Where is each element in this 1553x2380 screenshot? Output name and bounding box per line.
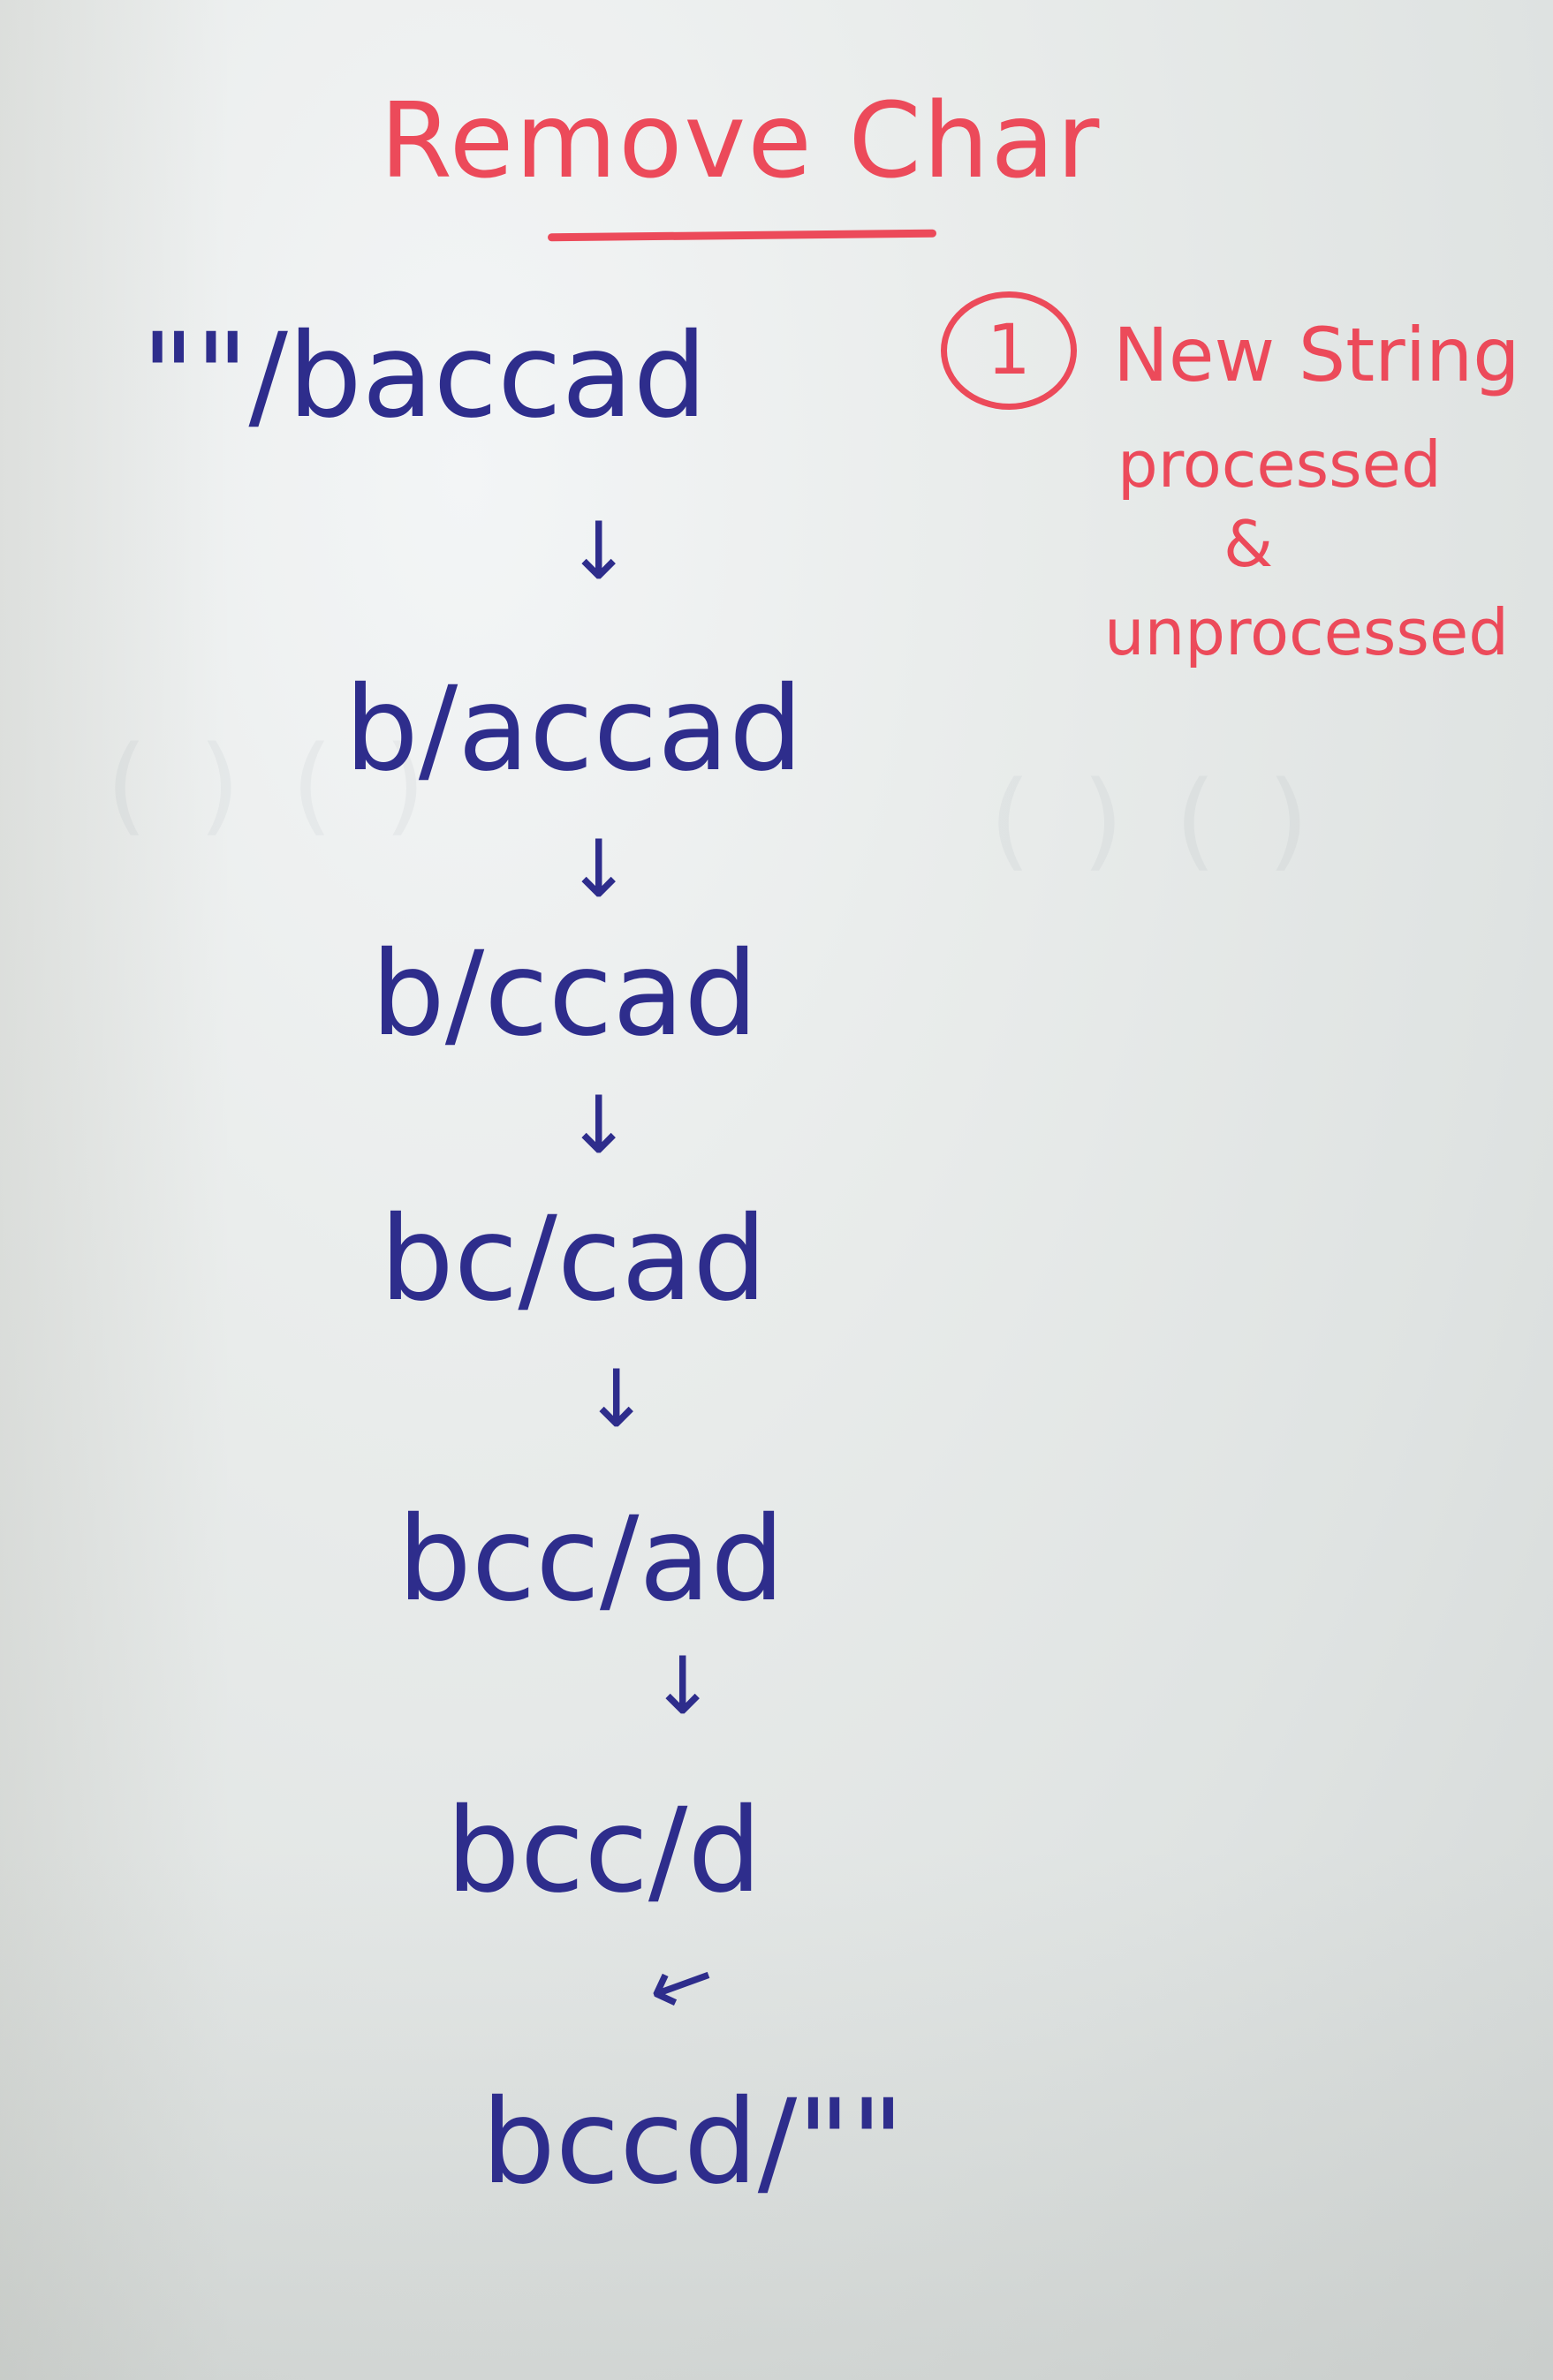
note-line-4: unprocessed — [1104, 595, 1509, 669]
ghost-erased-marks-right: ( ) ( ) — [989, 759, 1318, 882]
page-title: Remove Char — [380, 79, 1102, 201]
step-5: bcc/d — [446, 1783, 762, 1919]
down-arrow-icon: ↓ — [565, 823, 633, 916]
step-3: bc/cad — [380, 1191, 768, 1327]
note-number-circle: 1 — [941, 291, 1077, 410]
ghost-erased-marks-left: ( ) ( ) — [106, 724, 435, 847]
note-line-2: processed — [1117, 427, 1442, 502]
down-arrow-icon: ↓ — [565, 505, 633, 598]
step-2: b/ccad — [371, 926, 759, 1062]
down-arrow-icon: ↓ — [583, 1353, 650, 1446]
down-arrow-icon: ↓ — [649, 1640, 716, 1733]
step-1: b/accad — [345, 661, 803, 797]
note-number: 1 — [987, 311, 1031, 390]
note-line-3: & — [1223, 507, 1274, 581]
note-line-1: New String — [1113, 312, 1520, 398]
step-4: bcc/ad — [398, 1492, 785, 1628]
step-6: bccd/"" — [481, 2074, 905, 2210]
down-arrow-icon: ↓ — [565, 1079, 633, 1172]
step-0: ""/baccad — [141, 308, 708, 444]
title-underline — [547, 229, 937, 242]
down-left-arrow-icon: ↙ — [633, 1926, 733, 2039]
